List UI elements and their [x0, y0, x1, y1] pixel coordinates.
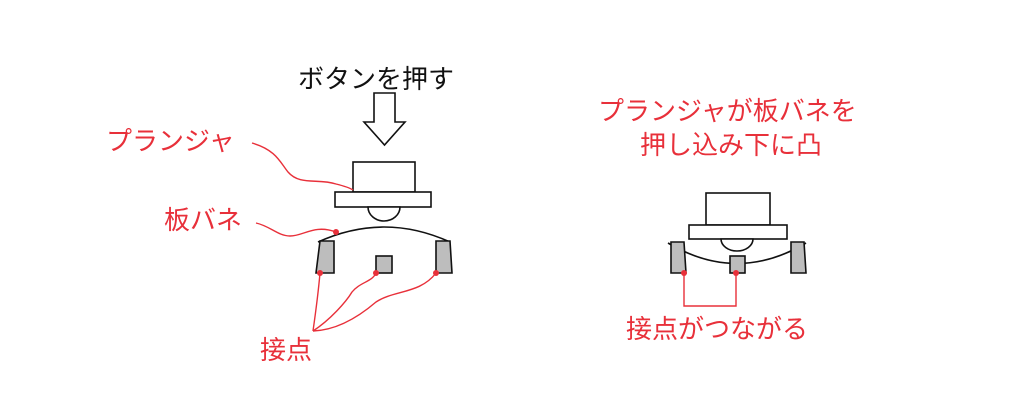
- pressed-plunger-top: [705, 192, 771, 226]
- contact-left-point: [317, 270, 323, 276]
- plunger-flange: [334, 191, 432, 208]
- pressed-plunger-flange: [688, 224, 788, 240]
- contact-label: 接点: [260, 336, 312, 366]
- contacts-connected-label: 接点がつながる: [626, 315, 808, 345]
- right-title-line1: プランジャが板バネを: [598, 97, 857, 127]
- left-diagram: ボタンを押す プランジャ 板バネ 接点: [106, 65, 454, 366]
- connection-line: [683, 273, 737, 307]
- plunger-label: プランジャ: [106, 127, 235, 157]
- plunger-top: [352, 161, 416, 193]
- plunger-nub: [367, 206, 401, 222]
- right-title-line2: 押し込み下に凸: [640, 131, 822, 161]
- leaf-spring-leader-line: [255, 222, 337, 237]
- pressed-contact-left: [670, 241, 687, 274]
- right-diagram: プランジャが板バネを 押し込み下に凸 接点がつながる: [598, 97, 857, 345]
- press-button-label: ボタンを押す: [298, 65, 454, 95]
- contact-leader-center: [312, 272, 377, 332]
- pressed-contact-right: [790, 241, 807, 274]
- leaf-spring-point: [333, 229, 339, 235]
- leaf-spring: [317, 226, 451, 243]
- contact-leader-right: [312, 272, 437, 332]
- contact-right: [435, 240, 453, 274]
- contact-center-point: [373, 270, 379, 276]
- connection-point-center: [733, 270, 739, 276]
- contact-right-point: [433, 270, 439, 276]
- contact-left: [315, 240, 335, 274]
- leaf-spring-label: 板バネ: [164, 206, 242, 236]
- pressed-plunger-nub: [720, 238, 754, 252]
- connection-point-left: [681, 270, 687, 276]
- press-arrow-icon: [362, 92, 407, 147]
- plunger-leader-line: [251, 142, 354, 191]
- contact-center: [375, 255, 393, 274]
- contact-leader-left: [312, 272, 321, 332]
